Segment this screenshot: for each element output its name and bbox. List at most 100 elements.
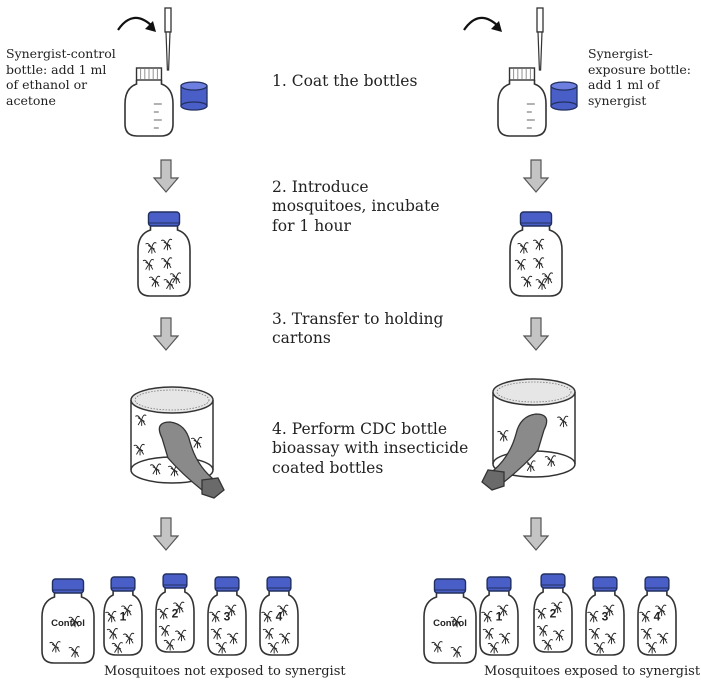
step-2-label: 2. Introduce mosquitoes, incubate for 1 … bbox=[272, 178, 440, 235]
curved-arrow-right bbox=[463, 16, 502, 32]
step-4-label: 4. Perform CDC bottle bioassay with inse… bbox=[272, 420, 469, 477]
control-bottle: Control bbox=[423, 578, 477, 664]
bioassay-bottle-3: 3 bbox=[585, 576, 625, 656]
step-1-right bbox=[497, 67, 547, 137]
aspirator-icon bbox=[481, 413, 548, 491]
arrow-3-left bbox=[152, 517, 180, 551]
curved-arrow-left bbox=[117, 16, 156, 32]
bottle-label: 2 bbox=[172, 607, 179, 621]
mosquito-icon bbox=[267, 642, 279, 654]
mosquito-icon bbox=[261, 610, 273, 623]
carton-mesh bbox=[496, 381, 572, 403]
pipette-right bbox=[536, 7, 544, 71]
bioassay-set-right: Control 1 2 3 4 bbox=[423, 573, 677, 664]
mosquito-icon bbox=[497, 430, 509, 442]
cap-top bbox=[550, 81, 578, 91]
mosquito-icon bbox=[123, 632, 135, 645]
mosquito-icon bbox=[215, 642, 227, 654]
mosquito-icon bbox=[593, 642, 605, 654]
mosquito-icon bbox=[225, 604, 237, 617]
down-arrow-icon bbox=[152, 159, 180, 193]
arrow-2-left bbox=[152, 317, 180, 351]
bottle-cap bbox=[162, 573, 188, 589]
mosquito-icon bbox=[639, 610, 651, 623]
carton-mesh-top bbox=[130, 386, 214, 414]
mosquito-icon bbox=[163, 639, 175, 651]
bottle-label: 2 bbox=[550, 607, 557, 621]
mosquito-icon bbox=[106, 628, 118, 640]
bottle-label: 4 bbox=[276, 610, 283, 624]
bottle-label: Control bbox=[51, 618, 85, 629]
down-arrow-icon bbox=[152, 317, 180, 351]
bioassay-bottle-1: 1 bbox=[479, 576, 519, 656]
mosquito-icon bbox=[169, 272, 182, 284]
pipette-left bbox=[164, 7, 172, 71]
step-2-right bbox=[509, 211, 563, 297]
mosquito-icon bbox=[551, 601, 563, 614]
mosquito-icon bbox=[521, 275, 533, 288]
left-note: Synergist-control bottle: add 1 ml of et… bbox=[6, 46, 116, 108]
loose-cap-right bbox=[550, 81, 578, 111]
arrow-2-right bbox=[522, 317, 550, 351]
curved-arrow-head bbox=[491, 21, 502, 32]
pipette-tip bbox=[537, 31, 543, 71]
down-arrow-icon bbox=[522, 317, 550, 351]
mosquito-icon bbox=[209, 610, 221, 623]
step-2-left bbox=[137, 211, 191, 297]
mosquito-icon bbox=[655, 604, 667, 617]
mosquito-icon bbox=[168, 464, 180, 477]
mosquito-icon bbox=[173, 601, 185, 614]
bioassay-bottle-4: 4 bbox=[637, 576, 677, 656]
mosquito-icon bbox=[158, 625, 170, 637]
mosquito-icon bbox=[497, 604, 509, 617]
mosquito-icon bbox=[227, 632, 239, 645]
arrow-3-right bbox=[522, 517, 550, 551]
mosquito-icon bbox=[645, 642, 657, 654]
bottle-cap bbox=[51, 578, 85, 594]
mosquito-icon bbox=[541, 272, 554, 284]
mosquito-icon bbox=[262, 628, 274, 640]
aspirator-tube bbox=[493, 413, 548, 483]
arrow-1-left bbox=[152, 159, 180, 193]
mosquito-icon bbox=[191, 436, 203, 449]
mosquito-icon bbox=[161, 257, 173, 269]
cap-bottom bbox=[550, 101, 578, 111]
pipette-bulb bbox=[164, 7, 172, 33]
mosquito-icon bbox=[544, 455, 556, 467]
mosquito-icon bbox=[605, 632, 617, 645]
bioassay-bottle-2: 2 bbox=[533, 573, 573, 653]
mosquito-icon bbox=[481, 610, 493, 623]
control-bottle: Control bbox=[41, 578, 95, 664]
right-note: Synergist-exposure bottle: add 1 ml of s… bbox=[588, 46, 691, 108]
step-1-label: 1. Coat the bottles bbox=[272, 72, 418, 90]
curved-arrow-icon bbox=[463, 16, 499, 31]
mosquito-icon bbox=[133, 443, 145, 456]
incubation-bottle-right bbox=[509, 211, 563, 297]
mosquito-icon bbox=[150, 463, 162, 476]
bottle-cap bbox=[519, 211, 553, 227]
mosquito-icon bbox=[482, 628, 494, 640]
left-caption: Mosquitoes not exposed to synergist bbox=[104, 664, 346, 679]
bottle-label: 3 bbox=[602, 610, 609, 624]
incubation-bottle-left bbox=[137, 211, 191, 297]
mosquito-icon bbox=[105, 610, 117, 623]
pipette-bulb bbox=[536, 7, 544, 33]
mosquito-icon bbox=[68, 646, 80, 658]
bottle-cap bbox=[110, 576, 136, 592]
mosquito-icon bbox=[514, 258, 526, 271]
mosquito-icon bbox=[121, 604, 133, 617]
bioassay-bottle-3: 3 bbox=[207, 576, 247, 656]
bottle-label: 1 bbox=[496, 610, 503, 624]
curved-arrow-icon bbox=[117, 16, 153, 31]
aspirator-mouth bbox=[481, 469, 505, 491]
mosquito-icon bbox=[587, 610, 599, 623]
bottle-cap bbox=[433, 578, 467, 594]
mosquito-icon bbox=[210, 628, 222, 640]
bottle-body bbox=[124, 80, 174, 137]
down-arrow-icon bbox=[152, 517, 180, 551]
mosquito-icon bbox=[450, 646, 462, 658]
mosquito-icon bbox=[277, 604, 289, 617]
